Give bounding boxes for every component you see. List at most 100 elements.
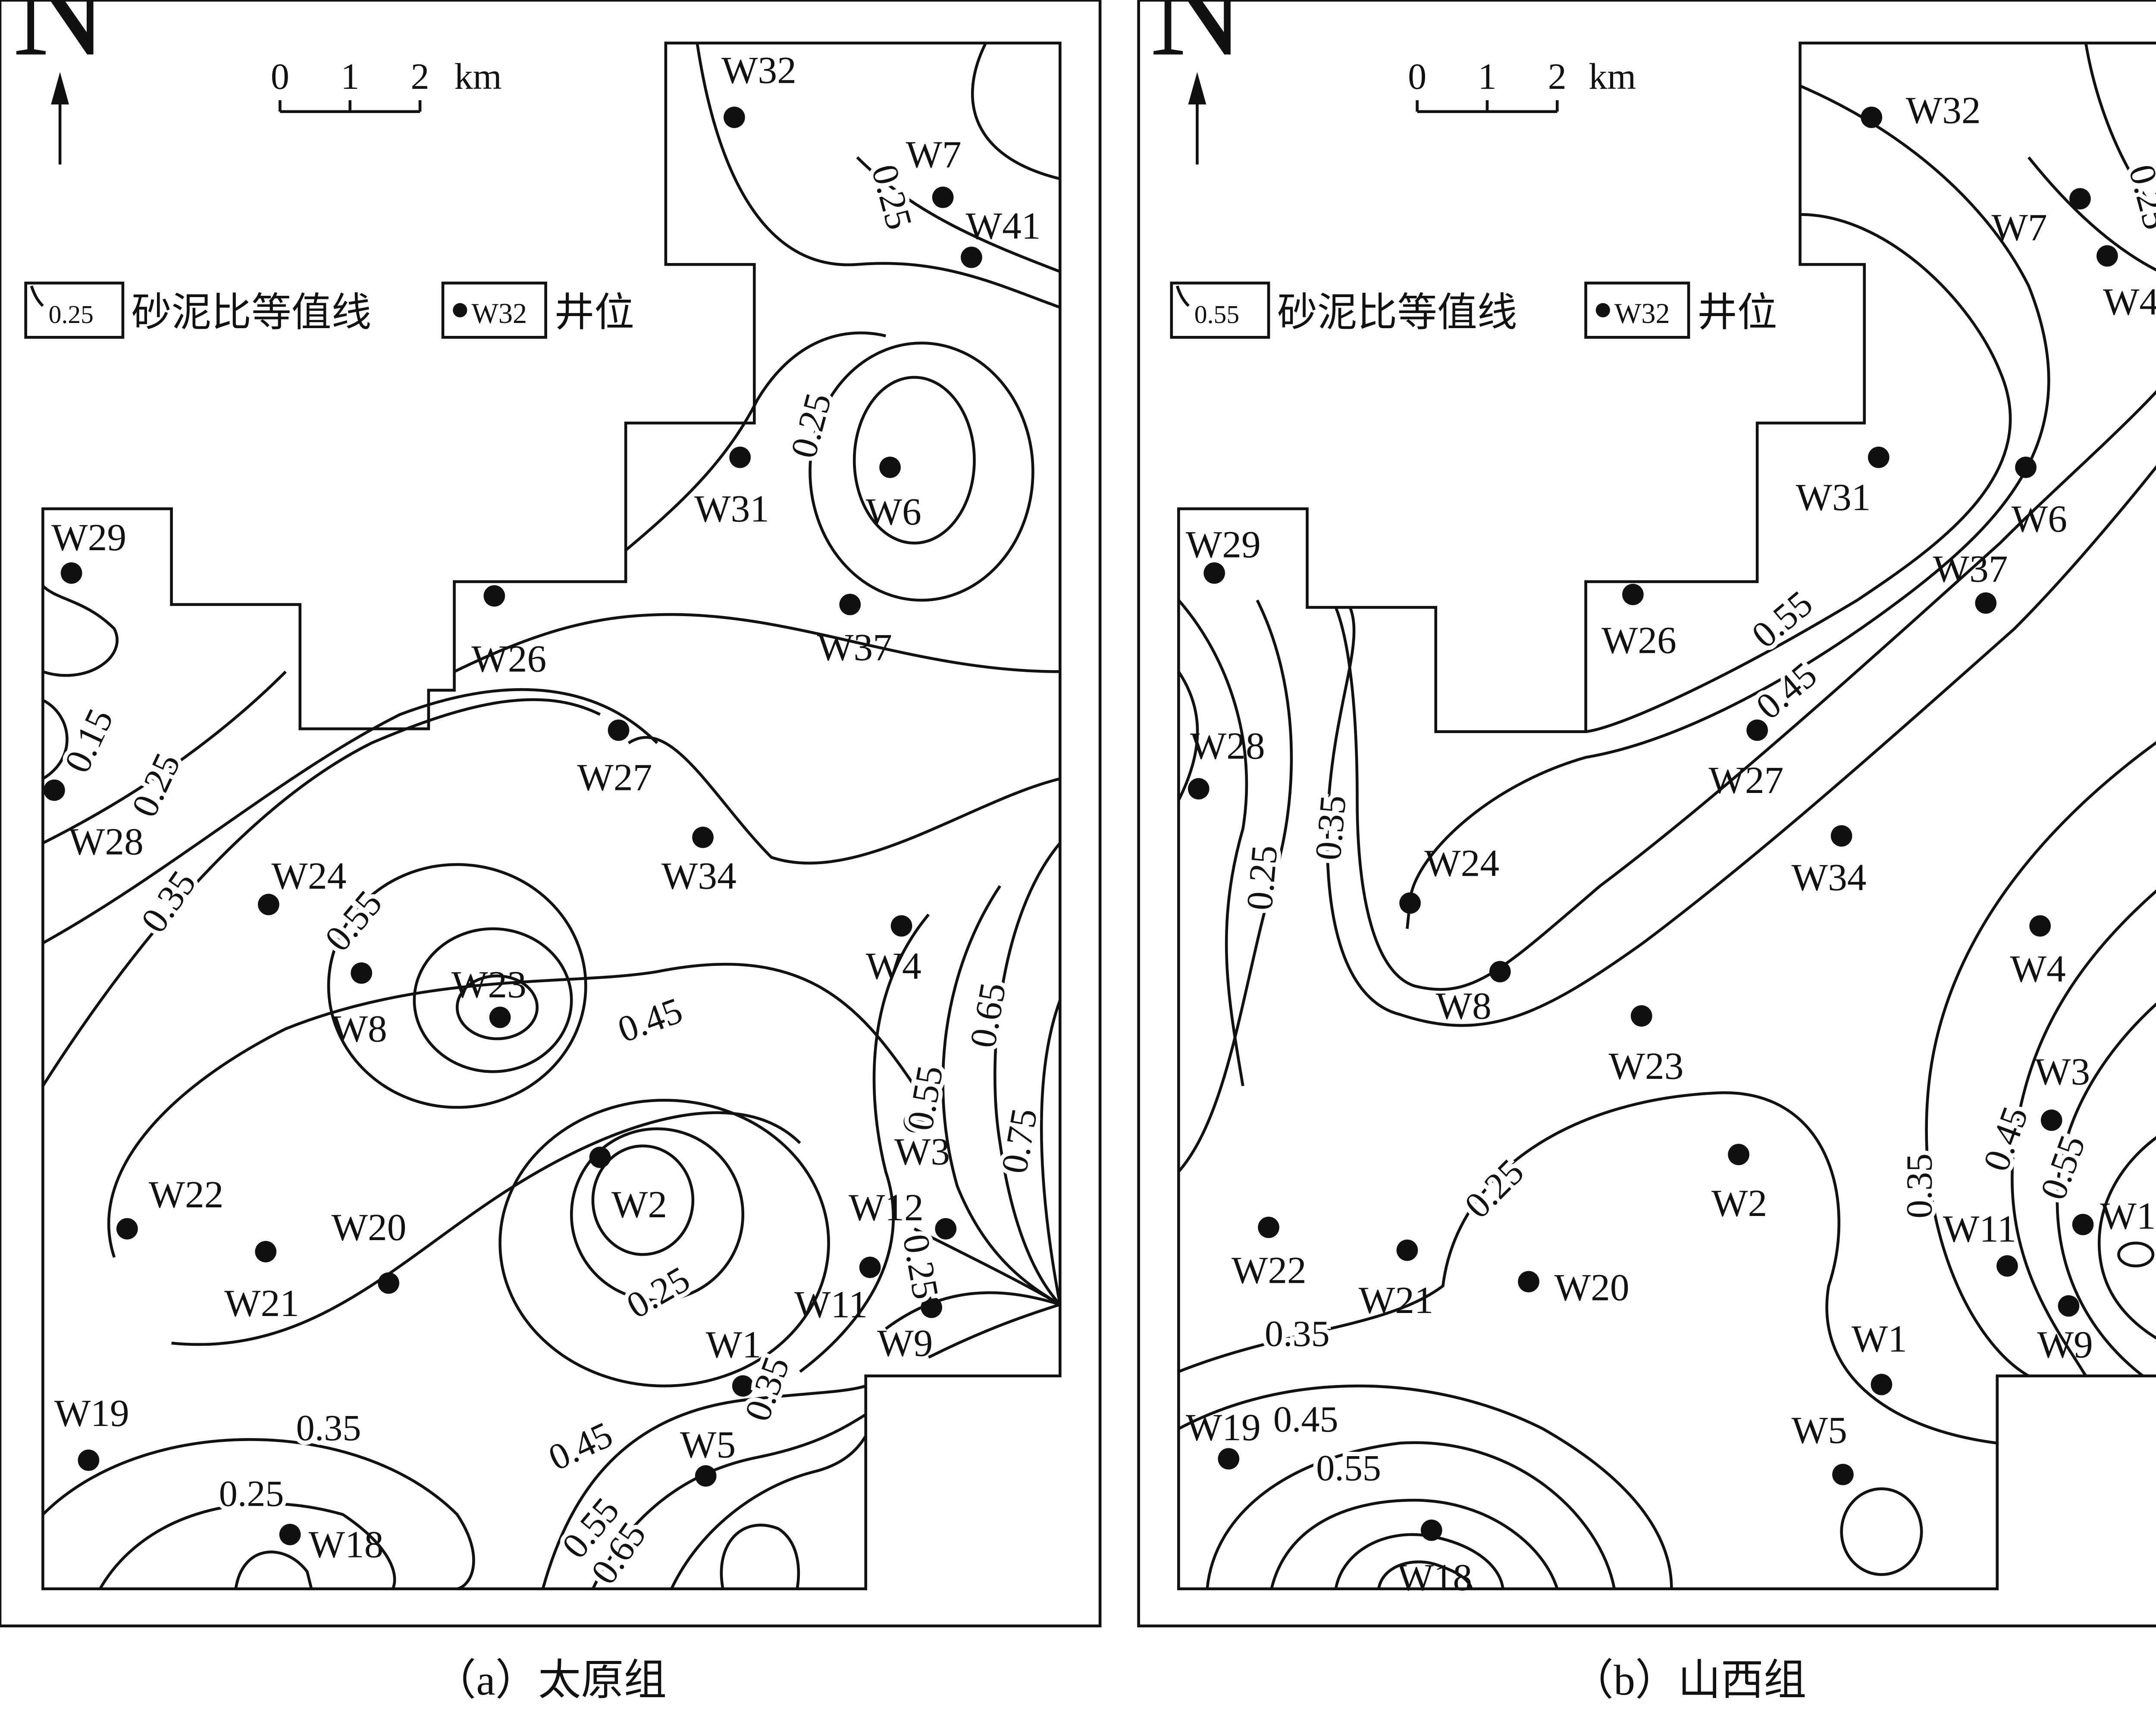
panel-b-well-marker-w5: [1832, 1463, 1854, 1485]
panel-a-well-label-w26: W26: [471, 638, 546, 680]
panel-b-well-label-w37: W37: [1933, 548, 2008, 590]
panel-b-well-label-w28: W28: [1190, 725, 1265, 768]
panel-a-scale-tick-0: 0: [271, 56, 289, 97]
panel-a-contour-label: 0.25: [219, 1473, 284, 1514]
panel-b-well-label-w8: W8: [1436, 985, 1492, 1028]
panel-a-well-marker-w23: [489, 1006, 511, 1028]
panel-a-well-marker-w34: [692, 827, 714, 848]
panel-a-well-label-w27: W27: [577, 756, 652, 799]
panel-b-scale-tick-1: 1: [1478, 56, 1496, 97]
panel-b-well-label-w4: W4: [2010, 948, 2066, 990]
panel-b-well-marker-w4: [2029, 915, 2051, 937]
panel-a-north-arrow: [51, 72, 69, 165]
panel-b-well-marker-w20: [1518, 1271, 1539, 1293]
panel-a-well-label-w7: W7: [906, 133, 962, 176]
panel-b-contour-label: 0.35: [1307, 793, 1354, 862]
panel-a-well-marker-w6: [879, 456, 901, 478]
panel-a-well-label-w6: W6: [866, 490, 921, 533]
panel-a-contour-label: 0.35: [296, 1407, 361, 1448]
panel-a-well-marker-w24: [258, 893, 279, 915]
panel-a-well-marker-w19: [78, 1449, 100, 1471]
panel-b-contour-label: 0.55: [2032, 1130, 2093, 1205]
panel-b-well-label-w18: W18: [1397, 1556, 1472, 1599]
panel-a-well-marker-w4: [890, 915, 912, 937]
panel-b-well-marker-w12: [2072, 1213, 2094, 1235]
panel-b-frame: [1137, 0, 2156, 1628]
panel-b-well-marker-w9: [2058, 1295, 2080, 1317]
panel-a-scale-bar: [279, 100, 422, 113]
panel-b-contour-label: 0.35: [1898, 1153, 1940, 1219]
panel-a-well-marker-w31: [729, 446, 751, 468]
panel-b-contour-label-halo: 0.25: [1238, 843, 1285, 912]
panel-a-well-marker-w29: [60, 562, 82, 584]
panel-b-scale-unit: km: [1589, 56, 1636, 97]
panel-a-well-label-w3: W3: [894, 1131, 950, 1173]
panel-a-contour-label: 0.25: [620, 1258, 697, 1326]
panel-a-well-label-w11: W11: [794, 1283, 868, 1326]
panel-b-well-label-w41: W41: [2103, 280, 2156, 323]
panel-b-well-marker-w37: [1975, 592, 1997, 614]
panel-a-contour-label: 0.35: [133, 863, 204, 940]
panel-a-north-label: N: [13, 0, 107, 83]
panel-b-well-label-w34: W34: [1792, 856, 1867, 899]
panel-b-well-label-w21: W21: [1359, 1279, 1434, 1322]
panel-a-well-label-w24: W24: [271, 855, 346, 897]
panel-a-well-label-w41: W41: [966, 205, 1041, 248]
panel-b-well-label-w22: W22: [1232, 1249, 1307, 1292]
panel-b-well-marker-w31: [1868, 446, 1890, 468]
panel-b-well-label-w27: W27: [1709, 759, 1784, 802]
panel-a-boundary: [41, 41, 1062, 1590]
panel-a-legend-well-sample: W32: [471, 298, 527, 329]
panel-a-well-marker-w21: [255, 1241, 277, 1263]
panel-b-well-label-w11: W11: [1943, 1208, 2017, 1250]
panel-b-well-marker-w21: [1396, 1239, 1418, 1261]
panel-a: [0, 0, 1102, 1628]
panel-a-contours: [41, 42, 1062, 1590]
panel-a-well-marker-w11: [859, 1257, 881, 1278]
panel-a-well-marker-w2: [589, 1147, 611, 1168]
panel-a-frame: [0, 0, 1102, 1628]
panel-b-well-label-w23: W23: [1609, 1045, 1684, 1087]
panel-b-well-label-w32: W32: [1906, 89, 1981, 132]
panel-b-well-label-w5: W5: [1792, 1409, 1847, 1452]
panel-b-well-label-w2: W2: [1711, 1182, 1767, 1225]
panel-a-legend: [24, 282, 547, 339]
panel-b-contour-label: 0.45: [1975, 1101, 2036, 1176]
panel-b-legend-well-text: 井位: [1697, 291, 1777, 335]
panel-b-contour-label: 0.55: [1316, 1447, 1381, 1488]
panel-a-well-label-w1: W1: [706, 1323, 761, 1366]
panel-b-north-label: N: [1150, 0, 1244, 83]
panel-a-well-label-w21: W21: [224, 1282, 299, 1325]
panel-b-legend-contour-text: 砂泥比等值线: [1277, 291, 1517, 335]
panel-a-well-marker-w9: [921, 1297, 943, 1318]
panel-b-scale-tick-0: 0: [1408, 56, 1426, 97]
panel-a-contour-label: 0.45: [612, 989, 687, 1050]
panel-b-well-marker-w29: [1203, 562, 1225, 584]
panel-a-well-marker-w37: [839, 594, 861, 615]
panel-a-well-label-w34: W34: [661, 855, 736, 897]
panel-a-well-marker-w22: [116, 1218, 138, 1240]
panel-b-contour-label: 0.25: [2121, 160, 2156, 234]
panel-a-legend-well-text: 井位: [554, 291, 634, 335]
panel-a-well-label-w19: W19: [54, 1392, 129, 1435]
panel-b-well-marker-w41: [2096, 245, 2118, 267]
panel-b-well-label-w31: W31: [1796, 476, 1871, 519]
panel-a-well-marker-w20: [378, 1272, 400, 1294]
panel-b-contour-label: 0.45: [1273, 1398, 1338, 1440]
panel-b-well-marker-w28: [1188, 778, 1210, 800]
panel-a-well-label-w32: W32: [721, 49, 796, 92]
panel-b-well-marker-w1: [1871, 1374, 1893, 1395]
panel-a-contour-label: 0.25: [123, 747, 188, 823]
panel-a-well-label-w9: W9: [877, 1322, 933, 1365]
panel-b-contour-label-halo: 0.35: [1307, 793, 1354, 862]
panel-b-legend-well-sample: W32: [1614, 298, 1670, 329]
panel-a-scale-unit: km: [454, 56, 502, 97]
panel-b-well-label-w29: W29: [1186, 523, 1261, 566]
panel-b-contour-label-halo: 0.55: [1316, 1447, 1381, 1488]
panel-a-contour-label-halo: 0.25: [219, 1473, 284, 1514]
panel-b-contours: [1177, 43, 2156, 1589]
panel-a-well-marker-w32: [724, 107, 745, 128]
panel-b-well-marker-w2: [1728, 1144, 1749, 1166]
panel-b-well-marker-w18: [1420, 1519, 1442, 1541]
panel-b-contour-label-halo: 0.35: [1265, 1313, 1330, 1354]
